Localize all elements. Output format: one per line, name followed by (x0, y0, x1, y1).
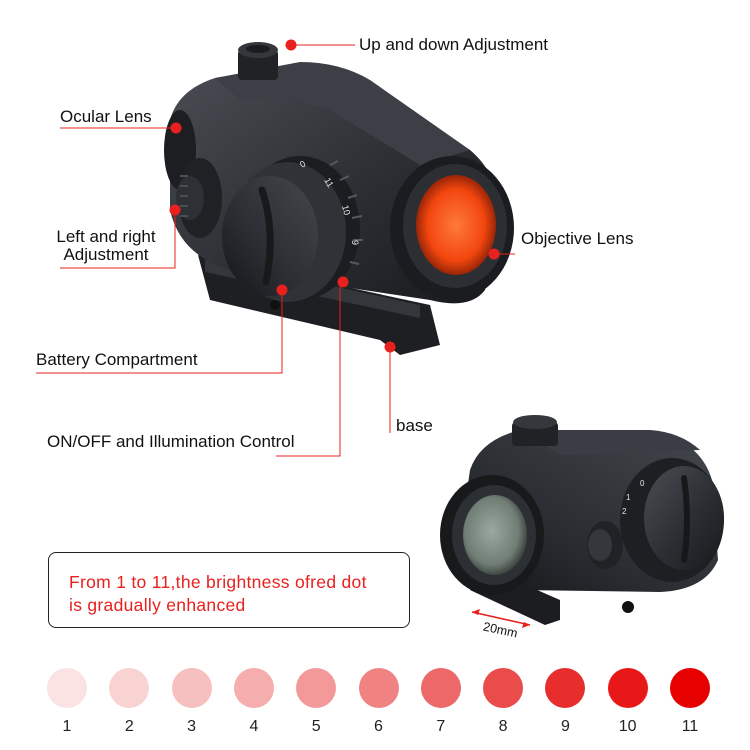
callout-dot-base (384, 341, 396, 353)
brightness-dot (670, 668, 710, 708)
dial-mark: 2 (622, 507, 627, 516)
brightness-level: 6 (357, 668, 401, 736)
dial-mark: 0 (640, 479, 645, 488)
brightness-level-number: 11 (681, 718, 699, 735)
brightness-level-number: 9 (560, 718, 570, 735)
brightness-dot (420, 668, 461, 708)
label-base: base (396, 416, 433, 435)
dimension-arrow (471, 611, 531, 626)
dial-mark: 10 (340, 204, 352, 216)
secondary-sight: 0 1 2 (440, 415, 724, 628)
brightness-level-number: 5 (311, 718, 321, 735)
callout-dot-left-right (169, 204, 181, 216)
brightness-note-text: From 1 to 11,the brightness ofred dot is… (69, 571, 367, 617)
dial-mark: 11 (322, 176, 335, 189)
label-left-right-line1: Left and right (56, 227, 156, 246)
brightness-level-number: 6 (374, 718, 383, 735)
brightness-level-number: 10 (618, 718, 637, 735)
callout-line-battery (36, 290, 283, 374)
brightness-dot (358, 668, 399, 708)
dial-mark: 1 (626, 493, 631, 502)
label-left-right-line2: Adjustment (63, 245, 149, 264)
label-objective-lens: Objective Lens (521, 229, 634, 248)
brightness-dot (233, 668, 274, 708)
callout-dot-ocular (170, 122, 182, 134)
brightness-levels: 1 2 3 4 5 6 7 8 9 10 11 (0, 668, 750, 748)
brightness-level: 9 (543, 668, 587, 736)
label-ocular-lens: Ocular Lens (60, 107, 152, 126)
brightness-dot (607, 668, 648, 708)
brightness-level: 2 (107, 668, 151, 736)
callout-dots (169, 39, 500, 353)
brightness-dot (47, 668, 87, 708)
illumination-dial: 0 11 10 9 (222, 156, 363, 302)
callout-dot-onoff (337, 276, 349, 288)
label-up-down-adjustment: Up and down Adjustment (359, 35, 549, 54)
objective-lens-illustration (390, 156, 514, 300)
brightness-level-number: 7 (436, 718, 446, 735)
brightness-dot (483, 668, 524, 708)
brightness-level: 11 (668, 668, 712, 736)
brightness-level-number: 4 (249, 718, 259, 735)
product-illustration: 0 11 10 9 0 1 2 (36, 39, 724, 628)
brightness-dot (171, 668, 212, 708)
brightness-level-number: 8 (498, 718, 508, 735)
brightness-dot (109, 668, 150, 708)
label-onoff-illumination: ON/OFF and Illumination Control (47, 432, 295, 451)
brightness-dot (296, 668, 337, 708)
callout-dot-objective (488, 248, 500, 260)
brightness-level-number: 2 (124, 718, 134, 735)
note-line-1: From 1 to 11,the brightness ofred dot (69, 572, 367, 592)
brightness-level: 1 (45, 668, 89, 736)
brightness-note-box: From 1 to 11,the brightness ofred dot is… (48, 552, 410, 628)
callout-dot-up-down (285, 39, 297, 51)
brightness-level: 10 (606, 668, 650, 736)
note-line-2: is gradually enhanced (69, 595, 246, 615)
brightness-dot (545, 668, 586, 708)
windage-turret (176, 158, 222, 238)
brightness-level: 4 (232, 668, 276, 736)
brightness-level-number: 1 (62, 718, 72, 735)
brightness-level-number: 3 (187, 718, 197, 735)
brightness-level: 8 (481, 668, 525, 736)
callout-line-left-right (60, 210, 176, 269)
brightness-level: 3 (170, 668, 214, 736)
callout-line-onoff (276, 282, 341, 457)
brightness-level: 7 (419, 668, 463, 736)
main-sight: 0 11 10 9 (164, 42, 514, 355)
callout-dot-battery (276, 284, 288, 296)
dial-mark: 0 (298, 159, 307, 170)
label-battery-compartment: Battery Compartment (36, 350, 198, 369)
dial-mark: 9 (350, 240, 360, 245)
elevation-turret (238, 42, 278, 80)
brightness-level: 5 (294, 668, 338, 736)
label-left-right-adjustment: Left and right Adjustment (46, 228, 166, 264)
